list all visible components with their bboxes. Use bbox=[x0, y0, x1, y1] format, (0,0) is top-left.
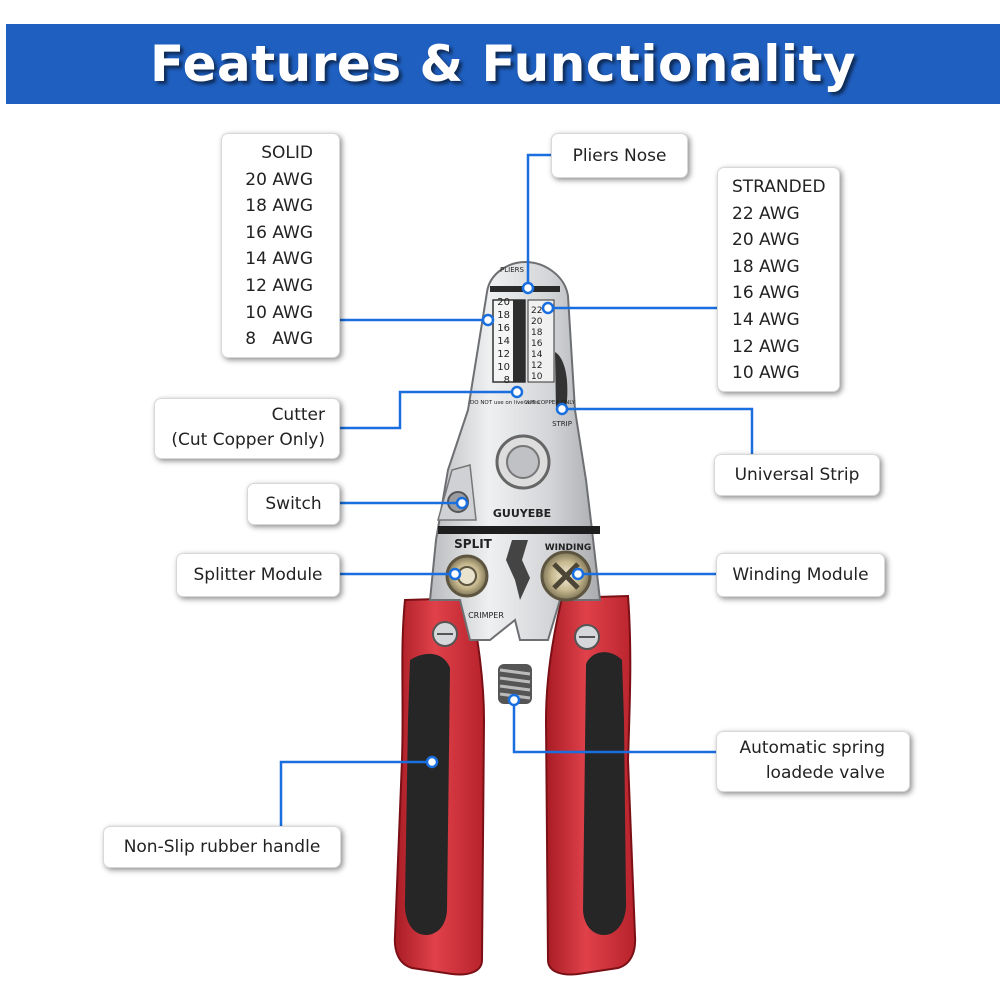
cutter-card: Cutter (Cut Copper Only) bbox=[154, 398, 340, 459]
solid-gauge-label: 16 AWG bbox=[245, 222, 313, 243]
tool-markings: GUUYEBE PLIERS SPLIT WINDING CRIMPER STR… bbox=[454, 266, 591, 620]
handle-label: Non-Slip rubber handle bbox=[123, 837, 321, 857]
solid-gauge-mark: 14 bbox=[497, 336, 510, 347]
nose-mark: PLIERS bbox=[500, 266, 524, 274]
solid-gauge-card: SOLID 20 AWG 18 AWG 16 AWG 14 AWG 12 AWG… bbox=[221, 133, 340, 358]
spring-card: Automatic spring loadede valve bbox=[716, 731, 910, 792]
cut-mark: CUT COPPER ONLY bbox=[524, 400, 576, 406]
stranded-gauge-mark: 16 bbox=[531, 339, 543, 349]
header-banner: Features & Functionality bbox=[6, 24, 1000, 104]
winding-module-card: Winding Module bbox=[716, 553, 885, 597]
cut-mark-group: CUT COPPER ONLY DO NOT use on live wires bbox=[470, 400, 576, 406]
right-handle bbox=[544, 594, 637, 976]
solid-gauge-label: 8 AWG bbox=[245, 329, 313, 350]
leader-dot-switch bbox=[455, 496, 469, 510]
leader-handle bbox=[279, 760, 432, 826]
leader-spring bbox=[512, 700, 716, 754]
stranded-gauge-label: 22 AWG bbox=[732, 203, 800, 224]
leader-dot-solid bbox=[481, 313, 495, 327]
stranded-gauge-label: 14 AWG bbox=[732, 309, 800, 330]
leader-dot-winding bbox=[571, 567, 585, 581]
solid-gauge-label: 10 AWG bbox=[245, 302, 313, 323]
leader-dot-splitter bbox=[448, 567, 462, 581]
crimper-mark: CRIMPER bbox=[468, 611, 504, 620]
pliers-nose-card: Pliers Nose bbox=[551, 133, 688, 178]
solid-heading: SOLID bbox=[261, 143, 313, 163]
solid-gauge-mark: 20 bbox=[497, 297, 510, 308]
stranded-heading: STRANDED bbox=[732, 177, 826, 197]
stranded-gauge-label: 12 AWG bbox=[732, 336, 800, 357]
stranded-gauge-label: 18 AWG bbox=[732, 256, 800, 277]
leader-universal-strip bbox=[562, 407, 754, 454]
solid-gauge-mark: 18 bbox=[497, 310, 510, 321]
handle-card: Non-Slip rubber handle bbox=[103, 826, 341, 868]
stranded-gauge-mark: 18 bbox=[531, 328, 543, 338]
solid-gauge-mark: 16 bbox=[497, 323, 510, 334]
solid-gauge-mark: 8 bbox=[504, 375, 510, 386]
leader-dot-spring bbox=[507, 693, 521, 707]
brand-mark: GUUYEBE bbox=[493, 507, 551, 520]
winding-mark: WINDING bbox=[545, 543, 592, 553]
solid-gauge-label: 14 AWG bbox=[245, 249, 313, 270]
solid-gauge-mark: 10 bbox=[497, 362, 510, 373]
spring-sublabel: loadede valve bbox=[765, 763, 885, 783]
strip-mark: STRIP bbox=[552, 420, 572, 428]
universal-strip-label: Universal Strip bbox=[734, 465, 860, 485]
switch-label: Switch bbox=[265, 494, 322, 514]
stranded-gauge-marks: 22 20 18 16 14 12 10 bbox=[531, 306, 543, 382]
spring bbox=[498, 664, 532, 704]
stranded-gauge-mark: 20 bbox=[531, 317, 543, 327]
solid-gauge-marks: 20 18 16 14 12 10 8 bbox=[497, 297, 510, 386]
left-handle bbox=[393, 596, 486, 976]
leader-dot-cutter bbox=[510, 385, 524, 399]
leader-dot-universal-strip bbox=[555, 402, 569, 416]
warning-mark: DO NOT use on live wires bbox=[470, 400, 540, 406]
cutter-sublabel: (Cut Copper Only) bbox=[171, 430, 325, 450]
stranded-gauge-mark: 10 bbox=[531, 372, 543, 382]
stranded-gauge-mark: 22 bbox=[531, 306, 542, 316]
split-mark: SPLIT bbox=[454, 537, 493, 551]
splitter-module-card: Splitter Module bbox=[176, 553, 340, 597]
winding-module-label: Winding Module bbox=[732, 565, 869, 585]
stranded-gauge-mark: 12 bbox=[531, 361, 542, 371]
leader-dot-handle bbox=[425, 755, 439, 769]
stranded-gauge-label: 10 AWG bbox=[732, 363, 800, 384]
spring-label: Automatic spring bbox=[739, 738, 885, 758]
stranded-gauge-mark: 14 bbox=[531, 350, 543, 360]
switch-card: Switch bbox=[247, 483, 340, 525]
splitter-module bbox=[445, 554, 489, 598]
splitter-module-label: Splitter Module bbox=[193, 565, 323, 585]
winding-module bbox=[540, 550, 592, 602]
stranded-gauge-label: 20 AWG bbox=[732, 230, 800, 251]
leader-pliers-nose bbox=[526, 153, 551, 288]
stranded-gauge-label: 16 AWG bbox=[732, 283, 800, 304]
page-title: Features & Functionality bbox=[149, 35, 857, 93]
cutter-label: Cutter bbox=[271, 405, 325, 425]
solid-gauge-label: 20 AWG bbox=[245, 169, 313, 190]
stranded-gauge-card: STRANDED 22 AWG 20 AWG 18 AWG 16 AWG 14 … bbox=[717, 167, 840, 392]
pliers-nose-label: Pliers Nose bbox=[572, 145, 667, 166]
leader-dot-stranded bbox=[541, 301, 555, 315]
solid-gauge-mark: 12 bbox=[497, 349, 510, 360]
leader-cutter bbox=[338, 390, 517, 430]
solid-gauge-label: 12 AWG bbox=[245, 275, 313, 296]
solid-gauge-label: 18 AWG bbox=[245, 196, 313, 217]
universal-strip-card: Universal Strip bbox=[714, 454, 880, 496]
leader-dot-pliers-nose bbox=[521, 281, 535, 295]
